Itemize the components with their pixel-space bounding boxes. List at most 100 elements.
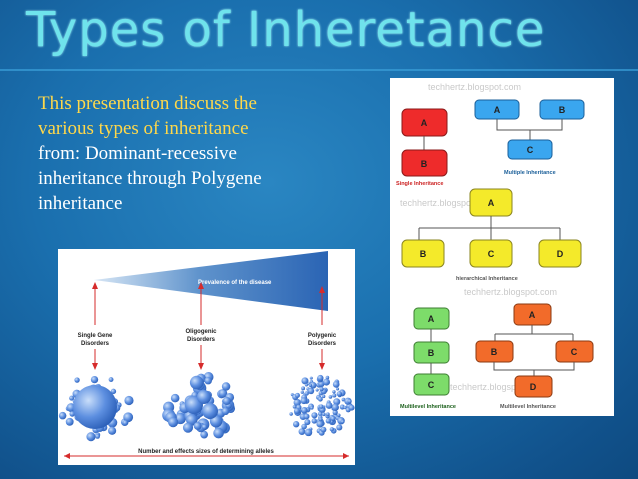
bubble (332, 381, 340, 388)
intro-line: inheritance through Polygene (38, 168, 262, 189)
bubble (300, 390, 304, 394)
bubble (311, 412, 318, 419)
node-label: C (571, 347, 578, 357)
node-label: C (428, 380, 435, 390)
arrow-down-poly-head (319, 363, 325, 370)
node-label: B (491, 347, 498, 357)
intro-line: inheritance (38, 193, 123, 214)
bubble-cluster-oligo (162, 371, 236, 439)
bubble (108, 426, 117, 435)
connector (494, 325, 574, 341)
intro-line: various types of inheritance (38, 118, 249, 139)
bubble (86, 432, 96, 442)
bubble (309, 376, 313, 380)
bubble (182, 422, 194, 433)
bubble (347, 399, 352, 404)
bottom-label: Number and effects sizes of determining … (138, 449, 274, 455)
bubble (325, 418, 331, 424)
prevalence-label: Prevalence of the disease (198, 280, 272, 286)
bubble (73, 385, 117, 429)
node-hier-c (469, 239, 513, 268)
node-single-bottom (401, 149, 448, 177)
bubble-cluster-single (58, 375, 134, 442)
bubble (301, 377, 309, 385)
bubble (319, 386, 324, 392)
node-label: C (488, 249, 495, 259)
bubble (294, 392, 300, 398)
bubble (340, 419, 345, 424)
bubble (69, 395, 75, 401)
node-label: A (428, 314, 435, 324)
prevalence-wedge (94, 251, 328, 311)
bubble (293, 407, 301, 415)
bubble (339, 404, 345, 410)
bubble (348, 404, 355, 411)
bubble (304, 391, 309, 396)
bubble (322, 378, 331, 386)
prevalence-diagram-svg: Prevalence of the disease Single Gene Di… (58, 251, 355, 459)
category-label: Polygenic (308, 333, 337, 339)
bubble (108, 377, 114, 382)
bubble (309, 381, 317, 389)
bubble (221, 407, 230, 416)
bubble (336, 391, 343, 397)
bubble (58, 411, 67, 420)
bubble (320, 426, 327, 433)
node-label: B (559, 105, 566, 115)
bubble (329, 427, 335, 432)
intro-line: from: Dominant-recessive (38, 143, 237, 164)
bubble (304, 383, 308, 387)
bubble (316, 420, 324, 428)
node-label: B (420, 249, 427, 259)
bubble (336, 387, 340, 391)
inheritance-types-diagram: techhertz.blogspot.com techhertz.blogspo… (390, 78, 614, 416)
watermark: techhertz.blogspot.com (400, 198, 493, 208)
intro-line: This presentation discuss the (38, 93, 257, 114)
arrow-single (92, 282, 98, 325)
bubble (337, 413, 341, 417)
bubble (321, 394, 326, 399)
bubble (197, 390, 211, 404)
category-label: Single Gene (78, 333, 113, 339)
bubble (124, 395, 134, 406)
watermark: techhertz.blogspot.com (428, 82, 521, 92)
inheritance-types-svg: techhertz.blogspot.com techhertz.blogspo… (396, 82, 594, 410)
node-hybrid-d (514, 375, 553, 398)
bubble (307, 387, 315, 395)
caption-multilevel: Multilevel Inheritance (400, 404, 456, 410)
bubble (303, 413, 310, 420)
bubble (341, 397, 346, 402)
node-label: A (421, 118, 428, 128)
bubble (301, 407, 308, 414)
caption-hierarchical: hierarchical Inheritance (456, 276, 518, 282)
watermark: techhertz.blogspot.com (450, 382, 543, 392)
arrow-down-single-head (92, 363, 98, 370)
bubble (293, 421, 300, 428)
bubble (213, 427, 224, 439)
bubble (221, 382, 231, 391)
bubble (332, 409, 338, 416)
bubble (301, 423, 307, 430)
node-label: D (530, 382, 537, 392)
bubble (289, 412, 293, 416)
bubble (332, 390, 336, 394)
bubble (317, 411, 323, 417)
node-multilevel-c (413, 373, 450, 396)
node-label: B (428, 348, 435, 358)
bubble (310, 406, 314, 410)
bubble (204, 376, 212, 385)
category-label: Oligogenic (185, 329, 217, 335)
bubble (69, 411, 76, 417)
node-label: A (488, 198, 495, 208)
intro-text: This presentation discuss the various ty… (38, 91, 368, 216)
node-hier-d (538, 239, 582, 268)
bubble (315, 388, 319, 392)
bubble (222, 396, 231, 405)
bubble (308, 383, 313, 387)
bubble (321, 412, 326, 417)
bubble (325, 375, 330, 380)
connector (418, 216, 561, 240)
node-multiple-c (507, 139, 553, 160)
bubble (304, 428, 313, 437)
